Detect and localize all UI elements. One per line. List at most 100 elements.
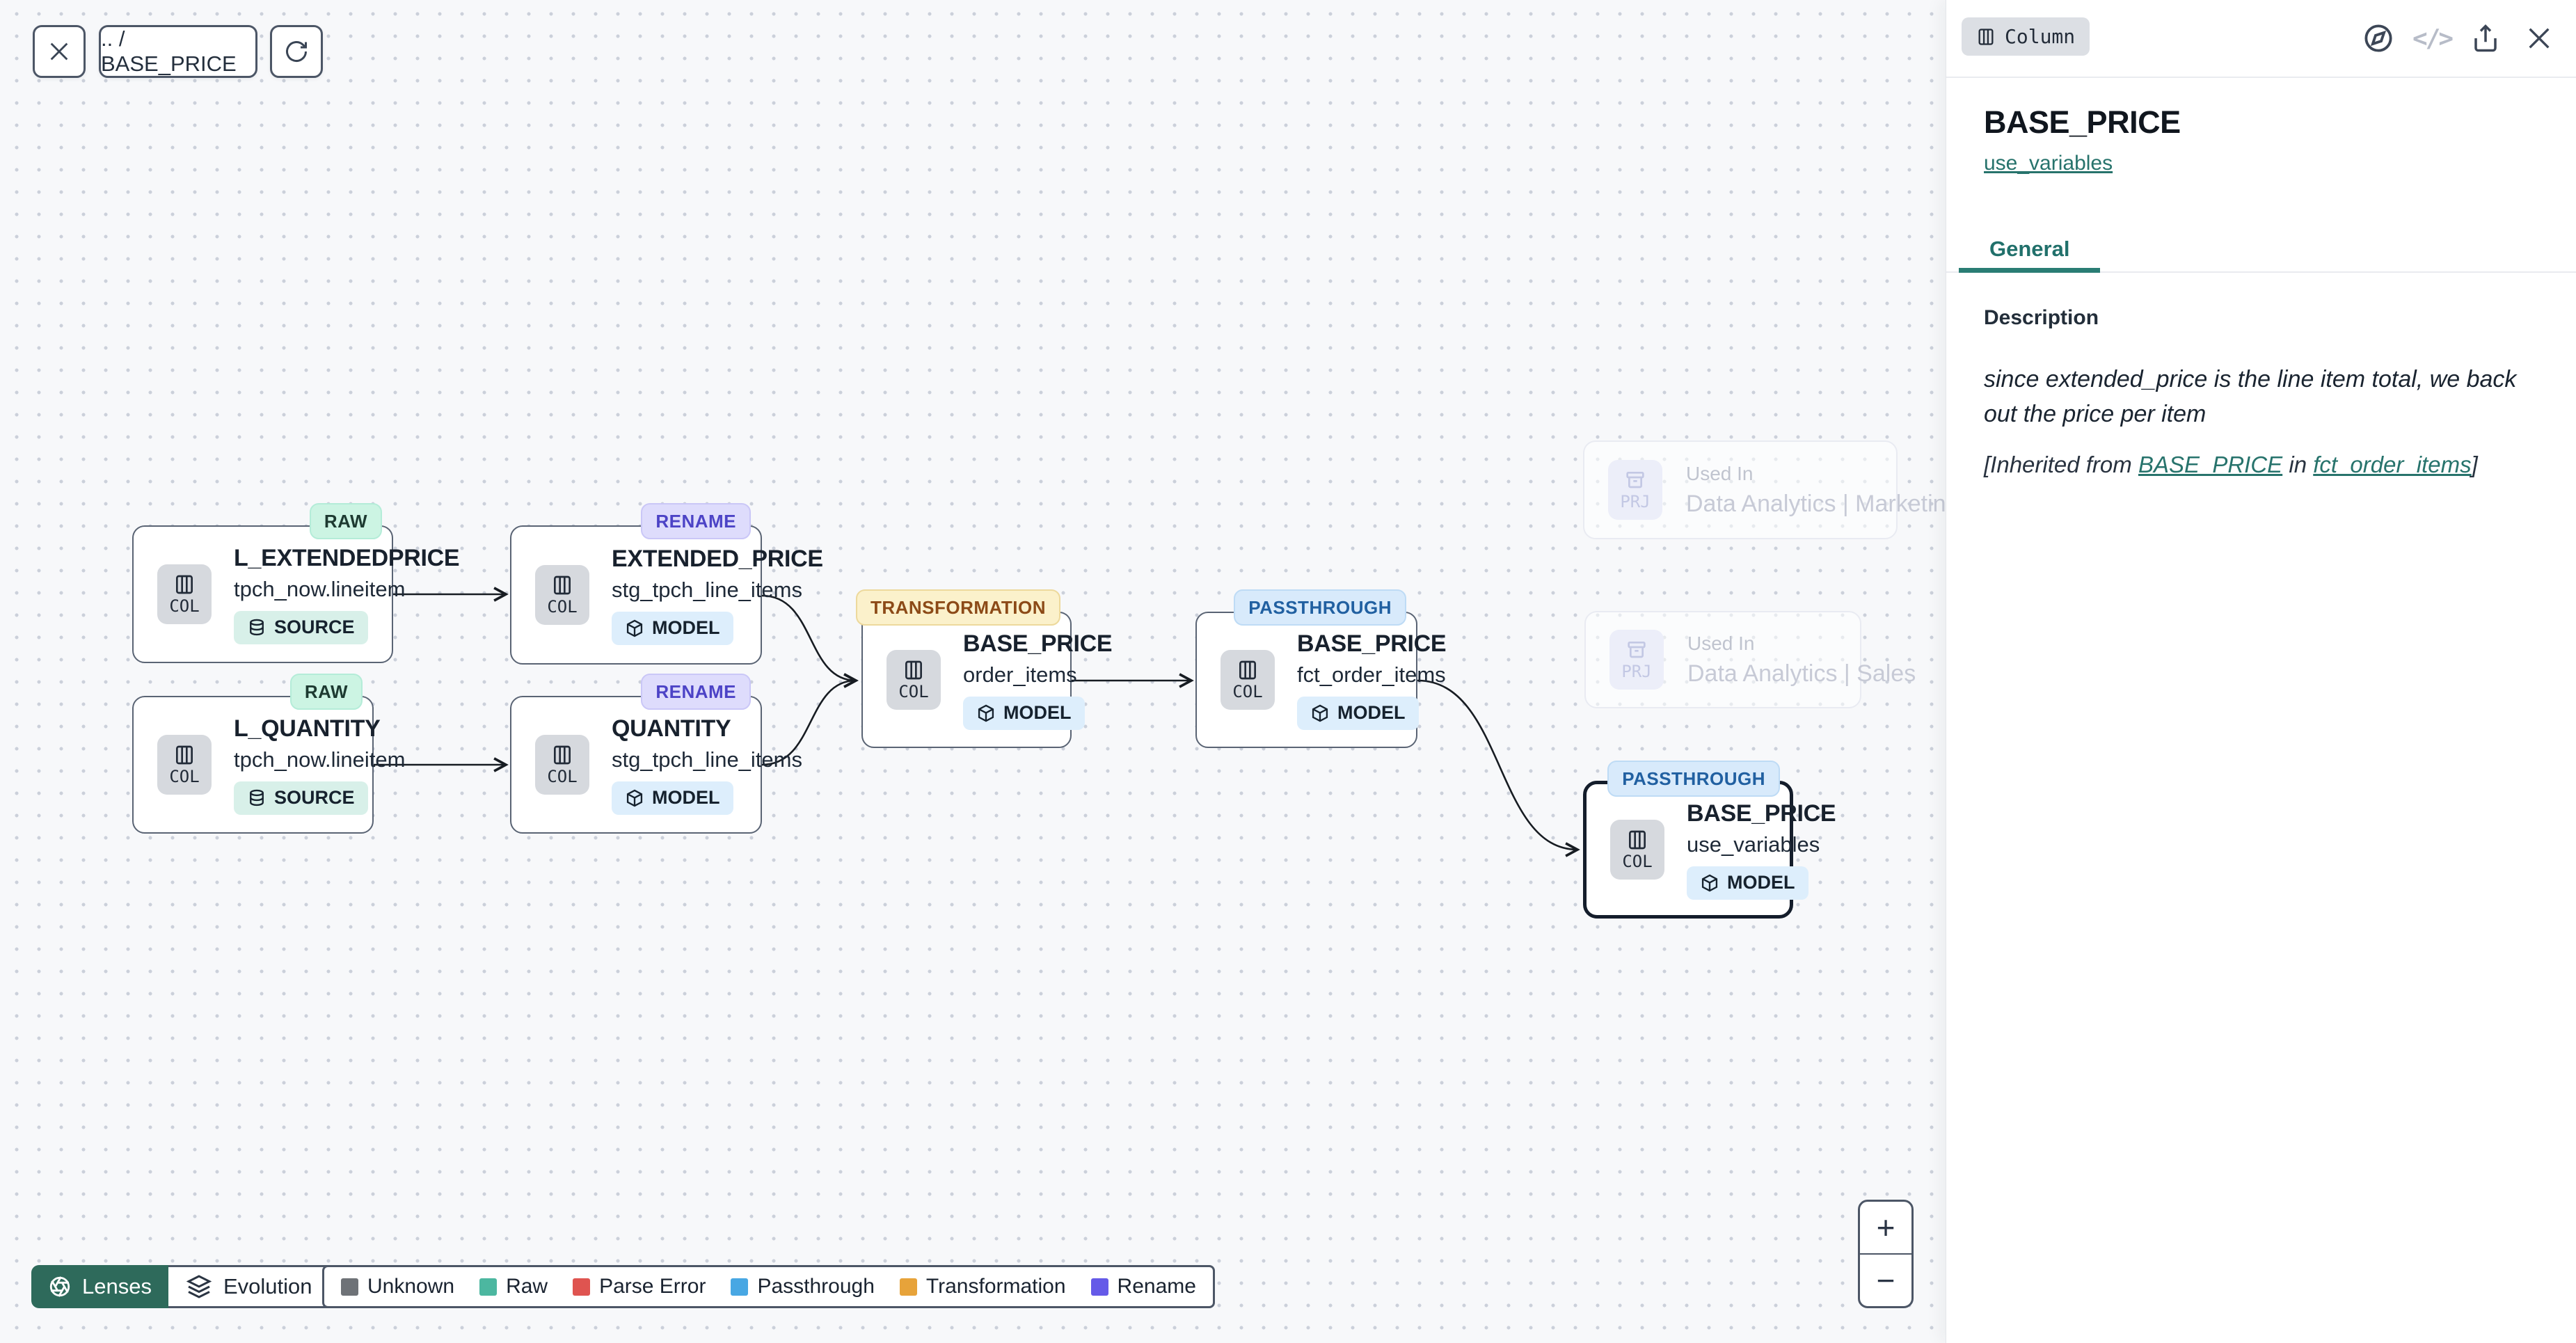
legend-item: Parse Error [573, 1275, 706, 1298]
node-type-label: MODEL [652, 617, 720, 638]
close-icon [2529, 28, 2550, 49]
used-in-name: Data Analytics | Marketing [1686, 490, 1959, 517]
entity-type-label: Column [2005, 25, 2076, 48]
zoom-out-button[interactable]: − [1860, 1255, 1911, 1306]
evolution-badge: RAW [309, 503, 382, 539]
description-inherited: [Inherited from BASE_PRICE in fct_order_… [1984, 452, 2541, 478]
legend-swatch [731, 1278, 749, 1296]
node-subtitle: use_variables [1687, 832, 1820, 857]
inherited-suffix: ] [2471, 451, 2478, 477]
panel-tabs: General [1946, 230, 2576, 273]
model-link[interactable]: use_variables [1984, 152, 2113, 175]
column-chip-label: COL [169, 766, 200, 786]
lineage-node[interactable]: TRANSFORMATION COL BASE_PRICE order_item… [855, 589, 1113, 748]
inherited-prefix: [Inherited from [1984, 451, 2138, 477]
column-chip: COL [1610, 820, 1664, 880]
cube-icon [978, 704, 994, 722]
explore-button[interactable] [2361, 21, 2396, 56]
evolution-badge: RENAME [641, 674, 751, 710]
column-chip: COL [887, 650, 941, 710]
used-in-node: PRJ Used In Data Analytics | Marketing [1583, 440, 1959, 539]
lens-selector-value: Evolution [223, 1274, 312, 1298]
cube-icon [1701, 874, 1718, 891]
column-chip-label: COL [169, 596, 200, 616]
node-type-label: SOURCE [274, 617, 355, 637]
evolution-badge: RAW [289, 674, 363, 710]
code-button[interactable]: </> [2412, 24, 2454, 53]
details-panel: Column </> BASE_PRICE use_variables Gene… [1946, 0, 2576, 1343]
lineage-node[interactable]: RAW COL L_QUANTITY tpch_now.lineitem SOU… [132, 674, 405, 834]
column-chip: COL [157, 735, 212, 795]
node-subtitle: stg_tpch_line_items [612, 747, 802, 772]
node-type-label: MODEL [652, 787, 720, 808]
column-chip-label: COL [1232, 681, 1263, 701]
node-type-label: MODEL [1727, 872, 1795, 893]
layers-icon [186, 1275, 212, 1298]
evolution-badge: PASSTHROUGH [1234, 589, 1406, 626]
share-button[interactable] [2468, 21, 2503, 56]
lineage-node[interactable]: RENAME COL EXTENDED_PRICE stg_tpch_line_… [510, 503, 823, 665]
database-icon [250, 789, 264, 806]
close-panel-button[interactable] [2522, 21, 2557, 56]
legend-swatch [899, 1278, 917, 1296]
refresh-button[interactable] [270, 25, 323, 78]
edge-path [761, 594, 859, 688]
lineage-node[interactable]: RENAME COL QUANTITY stg_tpch_line_items … [510, 674, 802, 834]
cube-icon [626, 619, 643, 637]
column-chip-label: COL [547, 596, 578, 617]
tab-general[interactable]: General [1959, 230, 2101, 273]
node-type-badge: MODEL [1297, 696, 1419, 730]
aperture-icon [49, 1276, 70, 1297]
legend-label: Unknown [367, 1275, 455, 1298]
column-chip-label: COL [898, 681, 929, 701]
cube-icon [1312, 704, 1328, 722]
column-chip: COL [535, 735, 589, 795]
archive-icon [1628, 641, 1646, 658]
node-type-label: MODEL [1003, 702, 1072, 723]
lineage-node[interactable]: PASSTHROUGH COL BASE_PRICE fct_order_ite… [1195, 589, 1447, 748]
entity-type-badge: Column [1962, 17, 2090, 56]
column-icon [1629, 830, 1646, 849]
archive-icon [1626, 471, 1644, 488]
lenses-button[interactable]: Lenses [31, 1265, 168, 1308]
column-icon [554, 575, 571, 594]
description-section: Description since extended_price is the … [1984, 306, 2541, 478]
legend-swatch [479, 1278, 498, 1296]
legend-item: Rename [1090, 1275, 1196, 1298]
zoom-in-button[interactable]: + [1860, 1202, 1911, 1255]
legend-item: Passthrough [731, 1275, 875, 1298]
node-subtitle: order_items [963, 662, 1077, 687]
legend-label: Passthrough [757, 1275, 875, 1298]
node-title: EXTENDED_PRICE [612, 545, 823, 572]
node-subtitle: fct_order_items [1297, 662, 1446, 687]
project-chip-label: PRJ [1620, 491, 1651, 511]
description-heading: Description [1984, 306, 2099, 329]
legend-item: Raw [479, 1275, 548, 1298]
evolution-badge: PASSTHROUGH [1607, 761, 1780, 797]
node-type-badge: SOURCE [234, 781, 368, 815]
inherited-model-link[interactable]: fct_order_items [2313, 451, 2472, 477]
breadcrumb[interactable]: .. / BASE_PRICE [99, 25, 257, 78]
column-icon [554, 745, 571, 764]
lineage-canvas[interactable]: RAW COL L_EXTENDEDPRICE tpch_now.lineite… [0, 0, 1959, 1343]
lineage-node[interactable]: RAW COL L_EXTENDEDPRICE tpch_now.lineite… [132, 503, 460, 663]
close-graph-button[interactable] [33, 25, 86, 78]
lenses-label: Lenses [82, 1274, 152, 1298]
panel-title: BASE_PRICE [1984, 104, 2181, 140]
node-title: BASE_PRICE [963, 630, 1113, 657]
column-chip: COL [1221, 650, 1275, 710]
lineage-node[interactable]: PASSTHROUGH COL BASE_PRICE use_variables… [1583, 761, 1836, 919]
refresh-icon [286, 41, 307, 63]
legend-swatch [1090, 1278, 1108, 1296]
inherited-column-link[interactable]: BASE_PRICE [2138, 451, 2283, 477]
node-title: L_QUANTITY [234, 715, 381, 742]
legend-label: Rename [1117, 1275, 1196, 1298]
node-title: QUANTITY [612, 715, 731, 742]
lenses-bar: Lenses Evolution [31, 1265, 365, 1308]
used-in-label: Used In [1687, 632, 1755, 654]
legend-item: Unknown [341, 1275, 454, 1298]
column-chip-label: COL [547, 766, 578, 786]
column-icon [176, 575, 193, 594]
node-title: BASE_PRICE [1687, 800, 1836, 827]
legend-label: Raw [506, 1275, 548, 1298]
